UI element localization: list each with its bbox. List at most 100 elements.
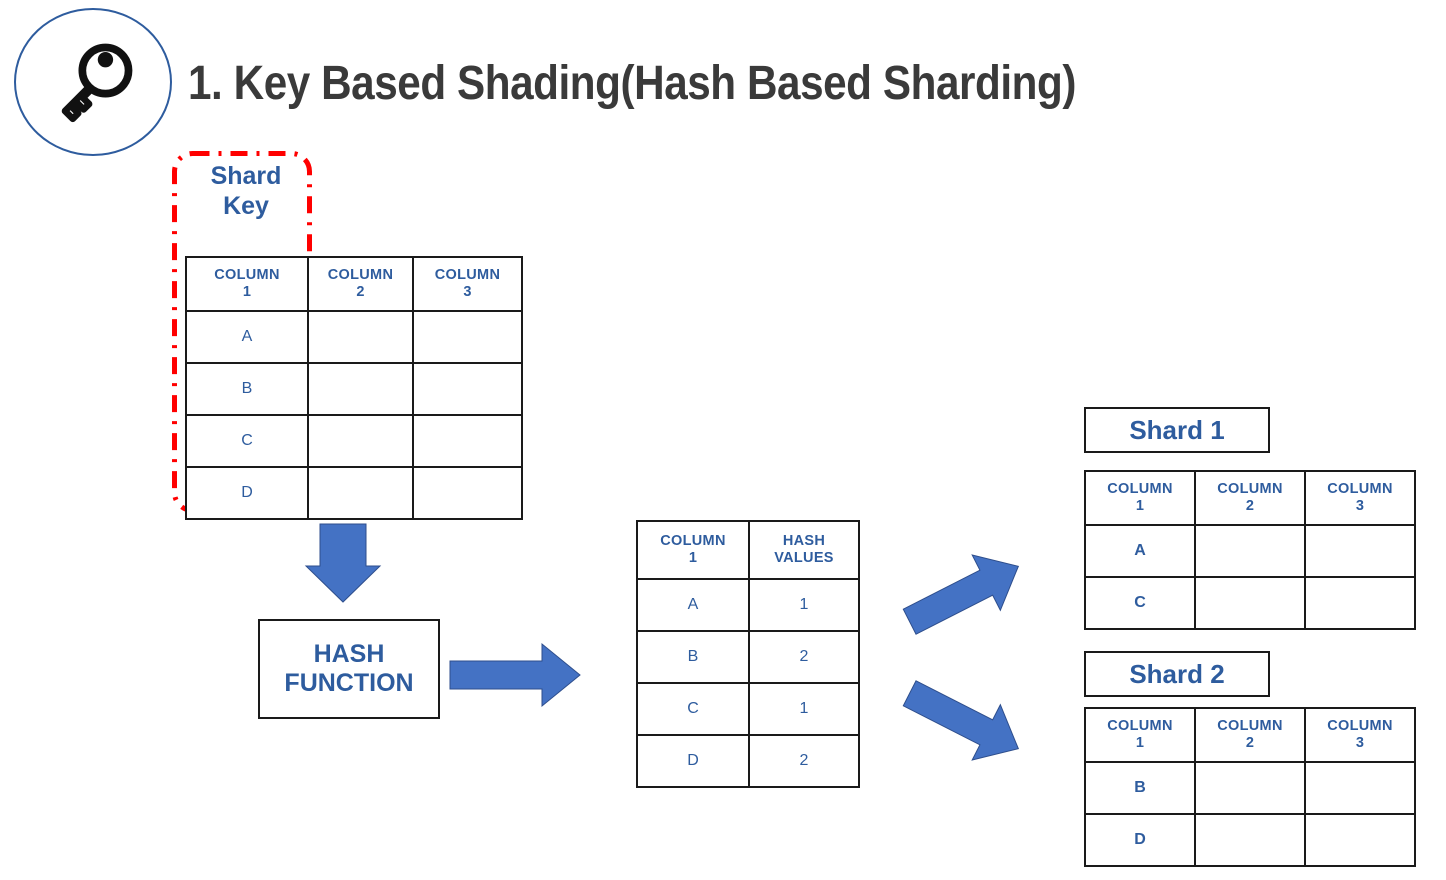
shard-key-label-line2: Key xyxy=(223,191,269,220)
table-header-row: COLUMN 1 HASH VALUES xyxy=(636,520,860,580)
hash-function-line2: FUNCTION xyxy=(284,669,414,697)
header-line2: 2 xyxy=(356,284,365,300)
header-line2: 2 xyxy=(1245,498,1255,514)
source-cell: C xyxy=(185,414,309,468)
hash-cell-key: B xyxy=(636,630,750,684)
hash-header-col1: COLUMN 1 xyxy=(636,520,750,580)
hash-cell-value: 1 xyxy=(748,682,860,736)
shard1-header-col3: COLUMN 3 xyxy=(1304,470,1416,526)
shard-1-title-box: Shard 1 xyxy=(1084,407,1270,453)
key-icon xyxy=(38,28,148,138)
table-row: B xyxy=(1084,761,1416,815)
shard1-cell xyxy=(1194,524,1306,578)
header-line1: COLUMN xyxy=(1217,481,1283,498)
hash-function-line1: HASH xyxy=(313,639,385,668)
hash-function-label: HASH FUNCTION xyxy=(284,640,413,699)
shard-1-table: COLUMN 1 COLUMN 2 COLUMN 3 A C xyxy=(1084,470,1416,630)
shard1-header-col1: COLUMN 1 xyxy=(1084,470,1196,526)
source-cell xyxy=(412,414,523,468)
hash-cell-value: 2 xyxy=(748,734,860,788)
table-row: B xyxy=(185,362,523,416)
hash-cell-value: 2 xyxy=(748,630,860,684)
header-line1: COLUMN xyxy=(660,533,726,550)
table-row: D 2 xyxy=(636,734,860,788)
table-row: A xyxy=(185,310,523,364)
table-row: A 1 xyxy=(636,578,860,632)
header-line2: 1 xyxy=(242,284,252,300)
table-header-row: COLUMN 1 COLUMN 2 COLUMN 3 xyxy=(1084,707,1416,763)
hash-values-table: COLUMN 1 HASH VALUES A 1 B 2 C 1 D 2 xyxy=(636,520,860,788)
hash-function-box: HASH FUNCTION xyxy=(258,619,440,719)
header-line1: COLUMN xyxy=(214,267,280,284)
shard-key-label-line1: Shard xyxy=(210,162,282,190)
shard2-cell xyxy=(1304,813,1416,867)
header-line1: COLUMN xyxy=(1327,718,1393,735)
shard1-header-col2: COLUMN 2 xyxy=(1194,470,1306,526)
shard2-cell xyxy=(1194,813,1306,867)
table-row: D xyxy=(1084,813,1416,867)
shard2-cell: B xyxy=(1084,761,1196,815)
page-title: 1. Key Based Shading(Hash Based Sharding… xyxy=(188,57,1077,110)
shard-2-title-box: Shard 2 xyxy=(1084,651,1270,697)
table-header-row: COLUMN 1 COLUMN 2 COLUMN 3 xyxy=(1084,470,1416,526)
header-line1: COLUMN xyxy=(434,267,501,284)
shard-1-title: Shard 1 xyxy=(1129,414,1225,445)
hash-cell-key: C xyxy=(636,682,750,736)
hash-header-values: HASH VALUES xyxy=(748,520,860,580)
shard1-cell: A xyxy=(1084,524,1196,578)
table-row: C 1 xyxy=(636,682,860,736)
header-line1: COLUMN xyxy=(1107,718,1173,735)
source-cell: A xyxy=(185,310,309,364)
table-row: C xyxy=(1084,576,1416,630)
arrow-right-icon xyxy=(449,642,581,708)
source-cell xyxy=(307,362,414,416)
hash-cell-value: 1 xyxy=(748,578,860,632)
arrow-down-right-icon xyxy=(896,666,1033,777)
header-line1: COLUMN xyxy=(1327,481,1393,498)
table-header-row: COLUMN 1 COLUMN 2 COLUMN 3 xyxy=(185,256,523,312)
arrow-down-icon xyxy=(304,523,382,603)
hash-cell-key: A xyxy=(636,578,750,632)
header-line1: COLUMN xyxy=(1107,481,1173,498)
header-line1: COLUMN xyxy=(327,267,394,284)
header-line1: COLUMN xyxy=(1217,718,1283,735)
shard1-cell xyxy=(1194,576,1306,630)
shard-key-selection-outline xyxy=(172,151,312,513)
source-cell xyxy=(412,310,523,364)
source-table: COLUMN 1 COLUMN 2 COLUMN 3 A B C xyxy=(185,256,523,520)
source-cell xyxy=(412,362,523,416)
shard-2-table: COLUMN 1 COLUMN 2 COLUMN 3 B D xyxy=(1084,707,1416,867)
header-line2: 2 xyxy=(1245,735,1255,751)
table-row: C xyxy=(185,414,523,468)
source-cell: B xyxy=(185,362,309,416)
table-row: A xyxy=(1084,524,1416,578)
shard1-cell xyxy=(1304,576,1416,630)
source-cell: D xyxy=(185,466,309,520)
hash-cell-key: D xyxy=(636,734,750,788)
shard1-cell xyxy=(1304,524,1416,578)
header-line2: 3 xyxy=(1355,735,1365,751)
header-line2: VALUES xyxy=(774,550,834,566)
header-line2: 3 xyxy=(463,284,472,300)
shard2-header-col3: COLUMN 3 xyxy=(1304,707,1416,763)
header-line2: 1 xyxy=(1135,498,1145,514)
table-row: D xyxy=(185,466,523,520)
shard2-cell xyxy=(1304,761,1416,815)
source-cell xyxy=(307,310,414,364)
source-header-col2: COLUMN 2 xyxy=(307,256,414,312)
arrow-up-right-icon xyxy=(896,539,1033,650)
shard2-cell xyxy=(1194,761,1306,815)
shard1-cell: C xyxy=(1084,576,1196,630)
source-cell xyxy=(412,466,523,520)
header-line1: HASH xyxy=(782,533,826,550)
source-header-col1: COLUMN 1 xyxy=(185,256,309,312)
shard-2-title: Shard 2 xyxy=(1129,658,1225,689)
header-line2: 1 xyxy=(688,550,698,566)
source-cell xyxy=(307,466,414,520)
source-cell xyxy=(307,414,414,468)
source-header-col3: COLUMN 3 xyxy=(412,256,523,312)
table-row: B 2 xyxy=(636,630,860,684)
header-line2: 3 xyxy=(1355,498,1365,514)
circle-badge xyxy=(14,8,172,156)
